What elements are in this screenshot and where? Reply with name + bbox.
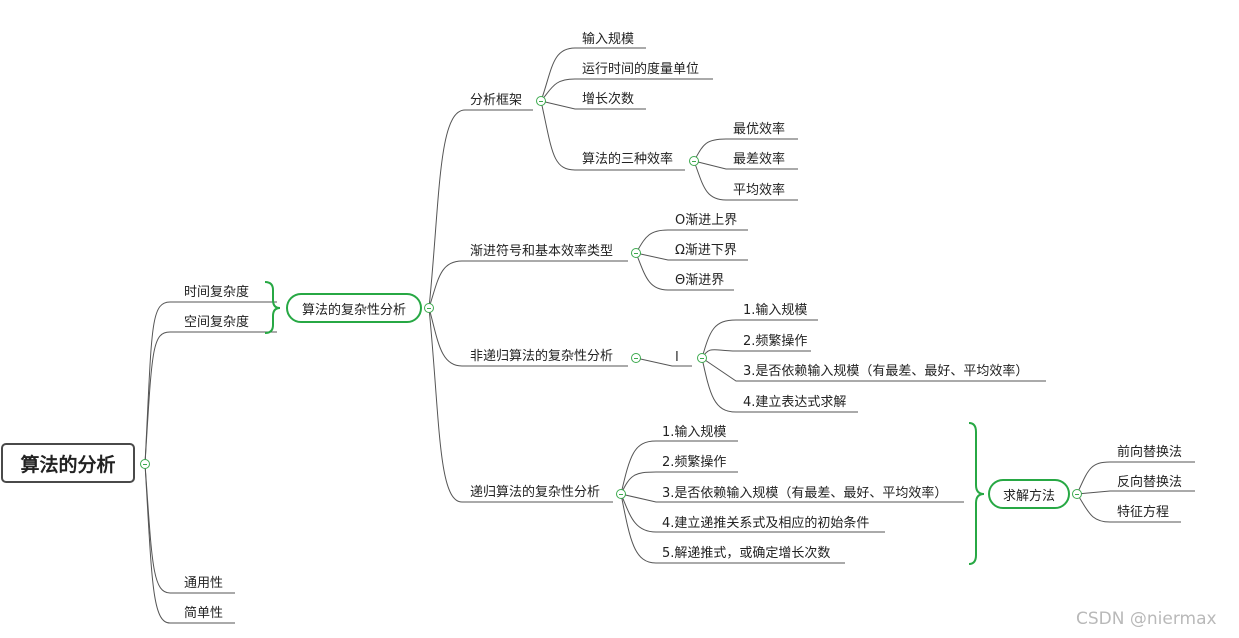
node-solution-technique[interactable]: 反向替换法 — [1117, 475, 1183, 490]
node-recursive-step[interactable]: 2.频繁操作 — [662, 455, 727, 470]
node-framework-item[interactable]: 运行时间的度量单位 — [582, 62, 700, 77]
connector-simple — [144, 463, 235, 624]
node-framework[interactable]: 分析框架 — [470, 93, 523, 108]
connector-space — [144, 331, 277, 465]
node-simplicity[interactable]: 简单性 — [184, 606, 224, 621]
node-solution-technique[interactable]: 特征方程 — [1117, 505, 1170, 520]
node-space-complexity[interactable]: 空间复杂度 — [184, 315, 250, 330]
connector-asymptotic — [428, 260, 628, 309]
collapse-toggle-framework[interactable] — [536, 96, 546, 106]
watermark: CSDN @niermax — [1076, 609, 1217, 629]
node-recursive-step[interactable]: 1.输入规模 — [662, 425, 727, 440]
node-recursive-step[interactable]: 4.建立递推关系式及相应的初始条件 — [662, 516, 870, 531]
node-asymptotic[interactable]: 渐进符号和基本效率类型 — [470, 244, 614, 259]
connector-recursive — [428, 307, 613, 503]
node-recursive-step[interactable]: 5.解递推式，或确定增长次数 — [662, 546, 831, 561]
collapse-toggle-efficiency[interactable] — [689, 156, 699, 166]
brace-time-space — [264, 281, 281, 334]
node-efficiency[interactable]: 最优效率 — [733, 122, 786, 137]
collapse-toggle-solution[interactable] — [1072, 489, 1082, 499]
connector-general — [144, 463, 235, 594]
collapse-toggle-root[interactable] — [140, 459, 150, 469]
node-nonrecursive-step[interactable]: 3.是否依赖输入规模（有最差、最好、平均效率） — [743, 364, 1029, 379]
node-nonrecursive-step[interactable]: 4.建立表达式求解 — [743, 395, 847, 410]
connector-time — [144, 301, 277, 465]
node-nonrecursive-step[interactable]: 2.频繁操作 — [743, 334, 808, 349]
root-node[interactable]: 算法的分析 — [1, 443, 135, 483]
node-framework-item[interactable]: 算法的三种效率 — [582, 152, 674, 167]
node-recursive-step[interactable]: 3.是否依赖输入规模（有最差、最好、平均效率） — [662, 486, 948, 501]
node-recursive[interactable]: 递归算法的复杂性分析 — [470, 485, 601, 500]
collapse-toggle-nonrecursive-steps[interactable] — [697, 353, 707, 363]
node-asymptotic-item[interactable]: O渐进上界 — [675, 213, 738, 228]
node-solution-method[interactable]: 求解方法 — [988, 479, 1070, 509]
node-time-complexity[interactable]: 时间复杂度 — [184, 285, 250, 300]
connector-nonrecursive — [428, 307, 628, 367]
collapse-toggle-complexity[interactable] — [424, 303, 434, 313]
node-efficiency[interactable]: 最差效率 — [733, 152, 786, 167]
node-asymptotic-item[interactable]: Ω渐进下界 — [675, 243, 737, 258]
node-generality[interactable]: 通用性 — [184, 576, 224, 591]
brace-recursive — [968, 422, 985, 565]
collapse-toggle-recursive[interactable] — [616, 489, 626, 499]
node-solution-technique[interactable]: 前向替换法 — [1117, 445, 1183, 460]
collapse-toggle-asymptotic[interactable] — [631, 248, 641, 258]
collapse-toggle-nonrecursive[interactable] — [631, 353, 641, 363]
node-asymptotic-item[interactable]: Θ渐进界 — [675, 273, 725, 288]
node-complexity-analysis[interactable]: 算法的复杂性分析 — [286, 293, 422, 323]
node-nonrecursive-step[interactable]: 1.输入规模 — [743, 303, 808, 318]
node-framework-item[interactable]: 输入规模 — [582, 32, 635, 47]
text-cursor: I — [675, 350, 679, 365]
connector-framework — [428, 109, 533, 309]
node-nonrecursive[interactable]: 非递归算法的复杂性分析 — [470, 349, 614, 364]
node-efficiency[interactable]: 平均效率 — [733, 183, 786, 198]
node-framework-item[interactable]: 增长次数 — [582, 92, 635, 107]
